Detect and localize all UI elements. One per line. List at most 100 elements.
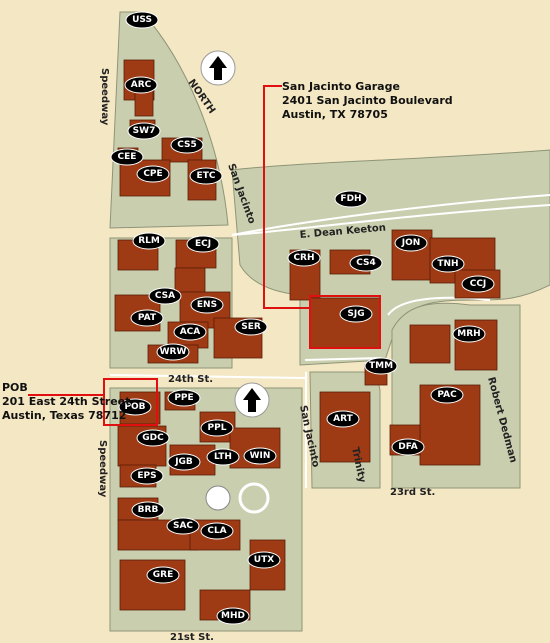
building-badge-shape	[186, 235, 220, 253]
building-badge-label: SW7	[133, 126, 156, 136]
building-badge-shape	[148, 287, 182, 305]
building-badge-cs5: CS5	[170, 136, 204, 154]
building-badge-shape	[136, 429, 170, 447]
building-badge-label: TNH	[437, 259, 458, 269]
building-badge-shape	[452, 325, 486, 343]
building-badge-shape	[190, 296, 224, 314]
building-badge-gdc: GDC	[136, 429, 170, 447]
building-badge-label: CSA	[155, 291, 175, 301]
building-badge-mhd: MHD	[216, 607, 250, 625]
building-badge-sac: SAC	[166, 517, 200, 535]
street-24th: 24th St.	[168, 374, 213, 385]
building-badge-label: CEE	[118, 152, 137, 162]
building-badge-shape	[430, 386, 464, 404]
building-badge-label: SAC	[173, 521, 193, 531]
building-badge-label: PPL	[208, 423, 227, 433]
building-badge-tmm: TMM	[364, 357, 398, 375]
pob-callout-city: Austin, Texas 78712	[2, 409, 127, 422]
building-badge-shape	[156, 343, 190, 361]
north-arrow-bottom	[234, 382, 270, 418]
building-badge-label: USS	[132, 15, 152, 25]
building-badge-label: SJG	[347, 309, 364, 319]
building-badge-shape	[173, 323, 207, 341]
sjg-callout: San Jacinto Garage 2401 San Jacinto Boul…	[282, 80, 453, 122]
building-badge-shape	[394, 234, 428, 252]
pob-callout-name: POB	[2, 381, 28, 394]
building-badge-csa: CSA	[148, 287, 182, 305]
building-badge-shape	[216, 607, 250, 625]
building-badge-ppl: PPL	[200, 419, 234, 437]
north-arrow-top	[200, 50, 236, 86]
building-badge-shape	[170, 136, 204, 154]
building-badge-label: BRB	[138, 505, 159, 515]
building-badge-shape	[166, 517, 200, 535]
circle-feature-1	[205, 485, 231, 511]
building-badge-wrw: WRW	[156, 343, 190, 361]
building-badge-label: ETC	[197, 171, 216, 181]
building-badge-gre: GRE	[146, 566, 180, 584]
building-badge-pob: POB	[118, 398, 152, 416]
building-badge-label: WRW	[160, 347, 187, 357]
pob-callout: POB 201 East 24th Street Austin, Texas 7…	[2, 381, 130, 423]
building-badge-shape	[127, 122, 161, 140]
building-badge-label: CPE	[143, 169, 162, 179]
building-badge-shape	[136, 165, 170, 183]
building-badge-ens: ENS	[190, 296, 224, 314]
building-badge-label: ECJ	[195, 239, 211, 249]
building-badge-shape	[431, 255, 465, 273]
building-badge-label: POB	[124, 402, 145, 412]
building-badge-label: SER	[241, 322, 261, 332]
building-badge-shape	[247, 551, 281, 569]
sjg-highlight	[309, 295, 381, 349]
pob-highlight	[103, 378, 158, 426]
street-speedway-bottom: Speedway	[97, 440, 108, 498]
building-badge-shape	[124, 76, 158, 94]
sjg-callout-city: Austin, TX 78705	[282, 108, 388, 121]
building-badge-utx: UTX	[247, 551, 281, 569]
building-badge-label: CS5	[177, 140, 197, 150]
building-badge-label: CS4	[356, 258, 376, 268]
building-badge-aca: ACA	[173, 323, 207, 341]
building-badge-label: CRH	[293, 253, 314, 263]
building-badge-shape	[206, 448, 240, 466]
building-badge-cla: CLA	[200, 522, 234, 540]
building-badge-label: PAC	[437, 390, 457, 400]
building-badge-shape	[349, 254, 383, 272]
building-badge-label: JON	[401, 238, 421, 248]
building-badge-label: TMM	[369, 361, 393, 371]
building-badge-shape	[189, 167, 223, 185]
building-badge-shape	[132, 232, 166, 250]
building-badge-shape	[200, 419, 234, 437]
building-badge-sw7: SW7	[127, 122, 161, 140]
building-badge-shape	[391, 438, 425, 456]
building-badge-label: GDC	[142, 433, 164, 443]
sjg-callout-line	[263, 85, 310, 309]
building-badge-jon: JON	[394, 234, 428, 252]
building-badge-tnh: TNH	[431, 255, 465, 273]
building-badge-label: PAT	[138, 313, 157, 323]
building-badge-ecj: ECJ	[186, 235, 220, 253]
building-badge-label: ACA	[180, 327, 201, 337]
building-badge-pat: PAT	[130, 309, 164, 327]
building-badge-ccj: CCJ	[461, 275, 495, 293]
building-badge-label: ENS	[197, 300, 217, 310]
street-speedway-top: Speedway	[99, 68, 110, 126]
building-badge-label: ART	[333, 414, 353, 424]
building-badge-label: UTX	[254, 555, 274, 565]
building-badge-shape	[200, 522, 234, 540]
building-badge-label: JGB	[174, 457, 193, 467]
building-badge-win: WIN	[243, 447, 277, 465]
building-badge-arc: ARC	[124, 76, 158, 94]
building-badge-shape	[339, 305, 373, 323]
building-badge-shape	[125, 11, 159, 29]
building-badge-shape	[130, 309, 164, 327]
building-badge-label: CLA	[207, 526, 226, 536]
building-badge-ser: SER	[234, 318, 268, 336]
building-badge-shape	[334, 190, 368, 208]
building-badge-sjg: SJG	[339, 305, 373, 323]
building-badge-eps: EPS	[130, 467, 164, 485]
street-23rd: 23rd St.	[390, 487, 435, 498]
building-badge-shape	[118, 398, 152, 416]
